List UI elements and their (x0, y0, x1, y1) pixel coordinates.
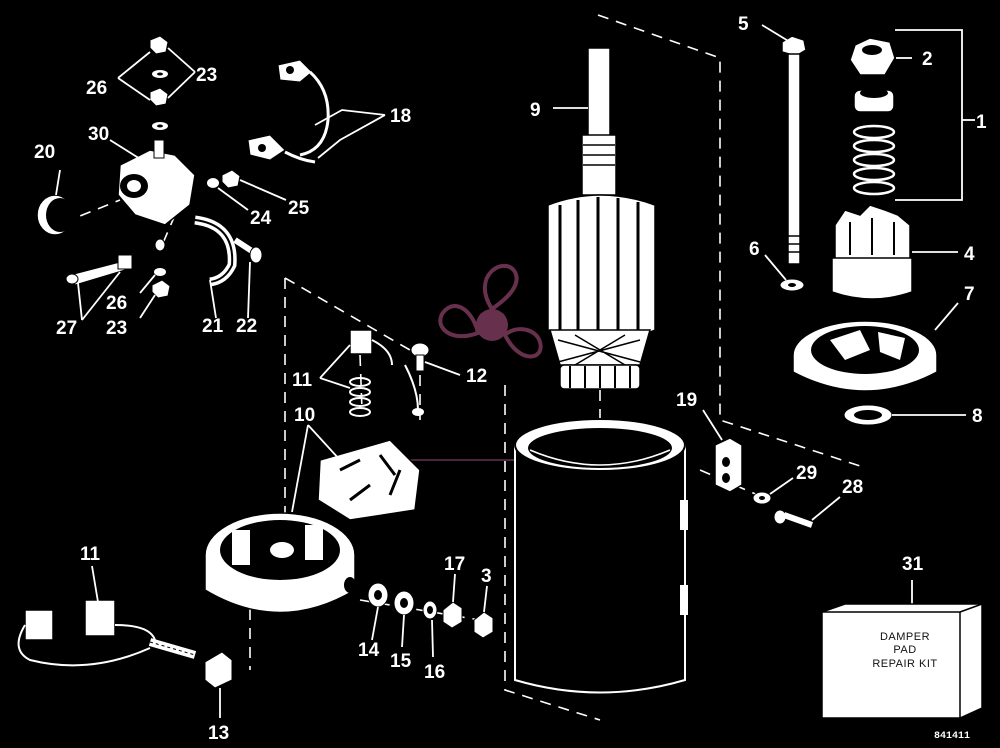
repair-kit-line3: REPAIR KIT (872, 658, 937, 670)
callout-1: 1 (976, 112, 987, 133)
callout-31: 31 (902, 554, 924, 575)
brush-parts (317, 329, 430, 521)
leader-lines (55, 24, 975, 718)
callout-21: 21 (202, 316, 224, 337)
callout-18: 18 (390, 106, 411, 127)
frame-housing-part (514, 418, 688, 694)
repair-kit-line1: DAMPER (880, 631, 930, 643)
callout-23-lower: 23 (106, 318, 127, 339)
drive-assembly-parts (779, 35, 913, 300)
callout-27: 27 (56, 318, 77, 339)
callout-16: 16 (424, 662, 445, 683)
drawing-code: 841411 (934, 731, 970, 742)
callout-24: 24 (250, 208, 272, 229)
callout-19: 19 (676, 390, 697, 411)
callout-14: 14 (358, 640, 380, 661)
callout-8: 8 (972, 406, 983, 427)
callout-17: 17 (444, 554, 465, 575)
callout-13: 13 (208, 723, 229, 744)
repair-kit-line2: PAD (893, 644, 916, 656)
callout-5: 5 (738, 14, 749, 35)
callout-11-upper: 11 (292, 370, 313, 391)
callout-26-upper: 26 (86, 78, 107, 99)
callout-30: 30 (88, 124, 109, 145)
callout-3: 3 (481, 566, 492, 587)
terminal-stud-parts (17, 599, 233, 689)
battery-cable-parts (247, 59, 330, 164)
washer-nut-parts (367, 582, 494, 639)
callout-28: 28 (842, 477, 863, 498)
callout-23-upper: 23 (196, 65, 217, 86)
callout-9: 9 (530, 100, 541, 121)
callout-12: 12 (466, 366, 487, 387)
mounting-bracket-parts (714, 437, 814, 528)
commutator-end-cap-part (204, 512, 356, 614)
callout-26-lower: 26 (106, 293, 127, 314)
end-cap-part (792, 320, 938, 426)
solenoid-terminal-parts (36, 35, 196, 236)
callout-29: 29 (796, 463, 817, 484)
callout-22: 22 (236, 316, 257, 337)
callout-2: 2 (922, 49, 933, 70)
armature-part (547, 47, 656, 390)
callout-25: 25 (288, 198, 310, 219)
callout-6: 6 (749, 239, 760, 260)
callout-labels: 1 2 3 4 5 6 7 8 9 10 11 11 12 13 14 15 1… (34, 14, 987, 744)
callout-20: 20 (34, 142, 55, 163)
callout-7: 7 (964, 284, 975, 305)
repair-kit-box: DAMPER PAD REPAIR KIT (821, 603, 983, 719)
hardware-small-parts (65, 169, 263, 299)
callout-11-lower: 11 (80, 544, 101, 565)
callout-15: 15 (390, 651, 412, 672)
callout-4: 4 (964, 244, 975, 265)
callout-10: 10 (294, 405, 315, 426)
